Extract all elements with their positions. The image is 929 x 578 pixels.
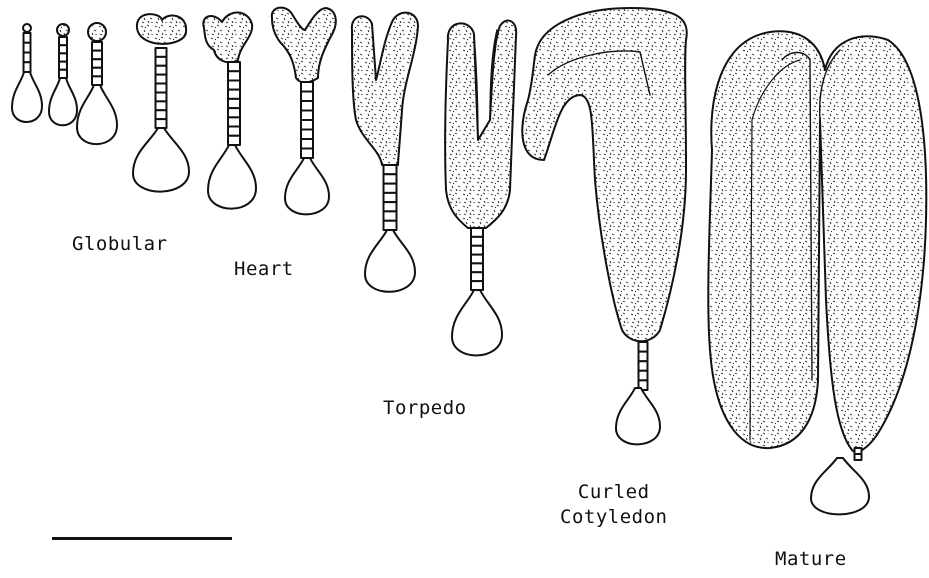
suspensor-2-cell xyxy=(59,53,67,61)
suspensor-4-cell xyxy=(156,75,167,84)
suspensor-7-cell xyxy=(384,211,397,220)
basal-cell-6 xyxy=(285,158,329,214)
suspensor-3-cell xyxy=(92,42,102,51)
torpedo-embryo xyxy=(445,21,516,228)
suspensor-1-cell xyxy=(24,43,31,53)
basal-cell-10 xyxy=(811,458,869,514)
suspensor-4-cell xyxy=(156,57,167,66)
suspensor-7-cell xyxy=(384,202,397,211)
suspensor-1-cell xyxy=(24,53,31,63)
suspensor-3-cell xyxy=(92,68,102,77)
suspensor-6-cell xyxy=(301,149,313,159)
suspensor-4-cell xyxy=(156,66,167,75)
suspensor-6-cell xyxy=(301,101,313,111)
globular-embryo xyxy=(137,14,186,44)
suspensor-2-cell xyxy=(59,37,67,45)
suspensor-5-cell xyxy=(228,80,240,89)
globular-proembryo-3 xyxy=(88,23,106,41)
suspensor-10-cell xyxy=(855,454,862,460)
basal-cell-7 xyxy=(365,230,415,292)
suspensor-5-cell xyxy=(228,71,240,80)
heart-embryo xyxy=(272,8,336,83)
label-curled-line2: Cotyledon xyxy=(560,505,667,530)
suspensor-7-cell xyxy=(384,184,397,193)
suspensor-5-cell xyxy=(228,62,240,71)
suspensor-4-cell xyxy=(156,84,167,93)
mature-embryo xyxy=(708,31,926,451)
suspensor-6-cell xyxy=(301,120,313,130)
suspensor-7-cell xyxy=(384,165,397,174)
suspensor-3-cell xyxy=(92,76,102,85)
heart-embryo-early xyxy=(203,12,252,62)
suspensor-5-cell xyxy=(228,117,240,126)
suspensor-3-cell xyxy=(92,51,102,60)
label-heart: Heart xyxy=(234,258,294,280)
suspensor-4-cell xyxy=(156,119,167,128)
suspensor-1-cell xyxy=(24,33,31,43)
curled-cotyledon-embryo xyxy=(522,8,686,341)
scale-bar xyxy=(52,537,232,540)
suspensor-8-cell xyxy=(471,281,483,290)
globular-proembryo-2 xyxy=(57,24,69,36)
suspensor-3-cell xyxy=(92,59,102,68)
basal-cell-5 xyxy=(208,145,256,209)
suspensor-4-cell xyxy=(156,48,167,57)
suspensor-4-cell xyxy=(156,92,167,101)
suspensor-8-cell xyxy=(471,246,483,255)
basal-cell-9 xyxy=(616,388,660,444)
suspensor-9-cell xyxy=(639,342,648,352)
suspensor-1-cell xyxy=(24,62,31,72)
suspensor-9-cell xyxy=(639,352,648,362)
suspensor-6-cell xyxy=(301,139,313,149)
suspensor-6-cell xyxy=(301,82,313,92)
suspensor-5-cell xyxy=(228,127,240,136)
suspensor-7-cell xyxy=(384,193,397,202)
suspensor-8-cell xyxy=(471,237,483,246)
suspensor-6-cell xyxy=(301,111,313,121)
basal-cell-3 xyxy=(77,85,117,144)
label-mature: Mature xyxy=(775,548,847,570)
suspensor-5-cell xyxy=(228,99,240,108)
suspensor-8-cell xyxy=(471,228,483,237)
suspensor-8-cell xyxy=(471,263,483,272)
suspensor-5-cell xyxy=(228,108,240,117)
label-torpedo: Torpedo xyxy=(383,397,467,419)
suspensor-5-cell xyxy=(228,136,240,145)
label-globular: Globular xyxy=(72,233,168,255)
suspensor-2-cell xyxy=(59,45,67,53)
suspensor-2-cell xyxy=(59,62,67,70)
suspensor-4-cell xyxy=(156,110,167,119)
globular-proembryo-1 xyxy=(23,24,31,32)
suspensor-5-cell xyxy=(228,90,240,99)
suspensor-9-cell xyxy=(639,371,648,381)
torpedo-embryo-early xyxy=(352,13,418,165)
suspensor-9-cell xyxy=(639,361,648,371)
suspensor-6-cell xyxy=(301,92,313,102)
label-curled-line1: Curled xyxy=(560,480,667,505)
basal-cell-1 xyxy=(12,72,42,122)
suspensor-4-cell xyxy=(156,101,167,110)
basal-cell-2 xyxy=(49,78,77,125)
suspensor-2-cell xyxy=(59,70,67,78)
suspensor-6-cell xyxy=(301,130,313,140)
suspensor-7-cell xyxy=(384,221,397,230)
label-curled-cotyledon: Curled Cotyledon xyxy=(560,480,667,530)
basal-cell-4 xyxy=(133,128,189,192)
basal-cell-8 xyxy=(452,290,502,355)
suspensor-8-cell xyxy=(471,255,483,264)
suspensor-8-cell xyxy=(471,272,483,281)
suspensor-7-cell xyxy=(384,174,397,183)
